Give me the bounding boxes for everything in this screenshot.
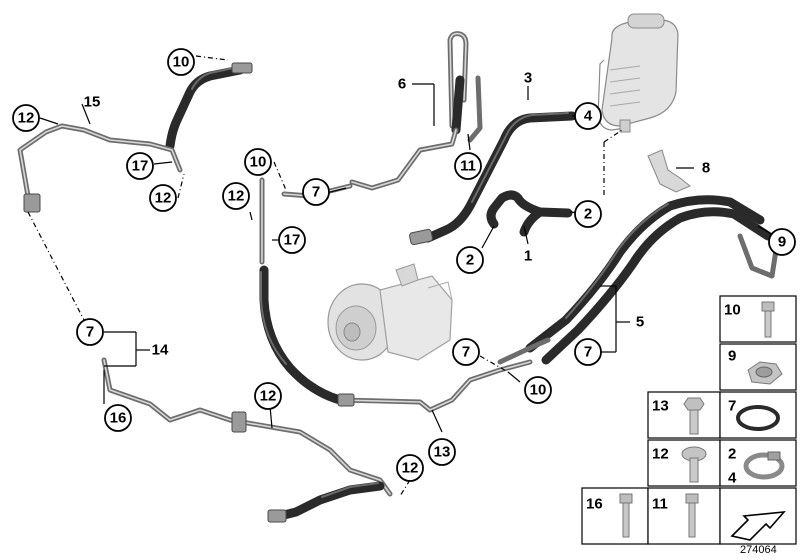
svg-text:11: 11 <box>652 496 668 513</box>
callout-17-mid: 17 <box>278 226 306 254</box>
o-ring-7-icon <box>736 405 780 431</box>
callout-17-top: 17 <box>126 152 154 180</box>
callout-12-left: 12 <box>12 104 40 132</box>
svg-text:13: 13 <box>434 444 451 461</box>
callout-1: 1 <box>524 248 532 265</box>
callout-12-low: 12 <box>254 382 282 410</box>
callout-16: 16 <box>104 404 132 432</box>
reservoir-drawing <box>597 13 679 133</box>
svg-text:7: 7 <box>86 324 94 341</box>
svg-text:10: 10 <box>173 54 190 71</box>
svg-text:7: 7 <box>584 344 592 361</box>
callout-3: 3 <box>524 70 532 87</box>
svg-text:9: 9 <box>728 348 736 365</box>
svg-text:2: 2 <box>584 206 592 223</box>
svg-text:14: 14 <box>152 342 169 359</box>
callout-5: 5 <box>636 314 644 331</box>
svg-text:12: 12 <box>228 188 245 205</box>
svg-text:10: 10 <box>530 382 547 399</box>
arrow-symbol-icon <box>730 511 786 541</box>
callout-7-mid: 7 <box>302 178 330 206</box>
bolt-16-icon <box>619 493 633 538</box>
callout-10-mid: 10 <box>244 148 272 176</box>
svg-text:7: 7 <box>462 344 470 361</box>
callout-2-right: 2 <box>574 200 602 228</box>
svg-text:7: 7 <box>312 184 320 201</box>
bolt-11-icon <box>685 493 699 538</box>
svg-text:3: 3 <box>524 70 532 87</box>
svg-text:16: 16 <box>110 410 127 427</box>
svg-text:4: 4 <box>728 470 737 487</box>
screw-12-icon <box>681 446 707 483</box>
svg-text:2: 2 <box>728 446 736 463</box>
svg-text:12: 12 <box>18 110 35 127</box>
svg-text:5: 5 <box>636 314 644 331</box>
callout-15: 15 <box>84 94 101 111</box>
fastener-legend: 10 9 13 7 12 2 4 <box>581 295 797 545</box>
callout-7-right: 7 <box>574 338 602 366</box>
bolt-13-icon <box>683 397 705 435</box>
callout-14: 14 <box>152 342 169 359</box>
svg-text:7: 7 <box>728 398 736 415</box>
svg-text:12: 12 <box>155 190 172 207</box>
svg-text:9: 9 <box>778 234 786 251</box>
reference-number: 274064 <box>740 544 777 556</box>
callout-9: 9 <box>768 228 796 256</box>
pump-drawing <box>327 263 453 361</box>
svg-text:11: 11 <box>460 158 476 175</box>
bolt-10-icon <box>761 301 775 338</box>
callout-2-left: 2 <box>456 246 484 274</box>
callout-10-top: 10 <box>167 48 195 76</box>
svg-text:2: 2 <box>466 252 474 269</box>
svg-text:10: 10 <box>250 154 267 171</box>
callout-4: 4 <box>574 102 602 130</box>
callout-12-mid: 12 <box>222 182 250 210</box>
svg-text:15: 15 <box>84 94 101 111</box>
callout-11: 11 <box>454 152 482 180</box>
callout-7-left: 7 <box>76 318 104 346</box>
callout-12-bottom: 12 <box>396 454 424 482</box>
svg-text:12: 12 <box>652 446 669 463</box>
callout-10-low: 10 <box>524 376 552 404</box>
svg-text:1: 1 <box>524 248 532 265</box>
svg-text:4: 4 <box>584 108 593 125</box>
svg-text:16: 16 <box>586 496 603 513</box>
hose-clamp-icon <box>743 451 785 480</box>
callout-13: 13 <box>428 438 456 466</box>
svg-text:17: 17 <box>132 158 149 175</box>
callout-8: 8 <box>702 160 710 177</box>
svg-text:12: 12 <box>402 460 419 477</box>
svg-text:8: 8 <box>702 160 710 177</box>
svg-text:6: 6 <box>398 76 406 93</box>
svg-text:17: 17 <box>284 232 301 249</box>
svg-text:13: 13 <box>652 398 669 415</box>
callout-12-top-mid: 12 <box>149 184 177 212</box>
svg-text:12: 12 <box>260 388 277 405</box>
callout-7-center: 7 <box>452 338 480 366</box>
svg-text:10: 10 <box>724 302 741 319</box>
nut-9-icon <box>747 361 783 385</box>
callout-6: 6 <box>398 76 406 93</box>
